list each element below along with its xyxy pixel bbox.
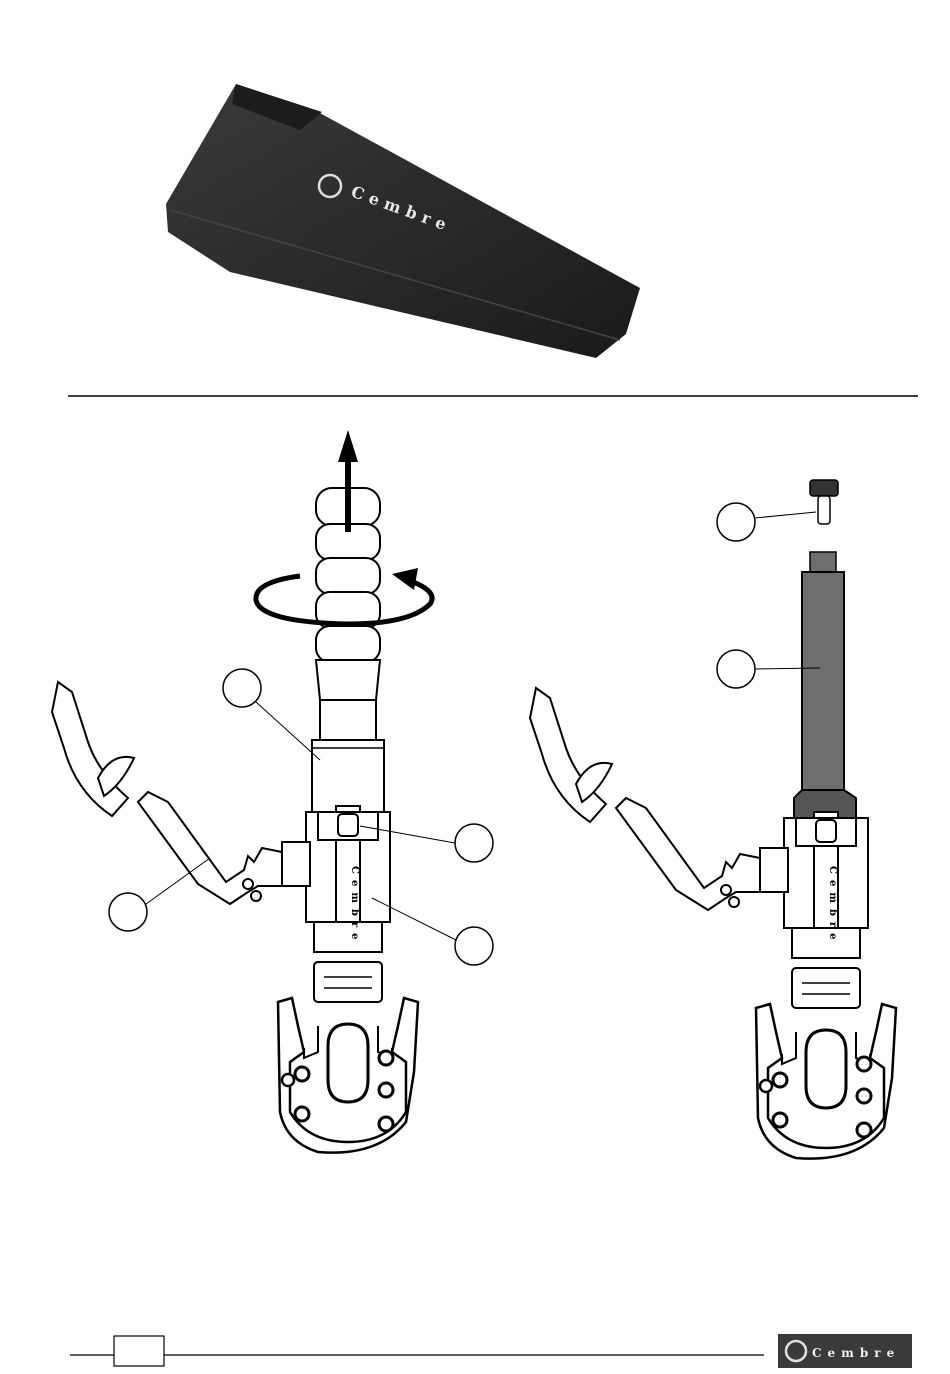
callout-1	[223, 669, 320, 760]
callout-3	[109, 858, 210, 931]
extension-rod	[794, 552, 856, 818]
left-tool-marking: Cembre	[349, 866, 360, 946]
page-number-box	[114, 1336, 164, 1366]
left-figure: Cembre	[52, 430, 493, 1153]
footer: Cembre	[70, 1334, 912, 1368]
screw-part	[810, 480, 838, 524]
tool-pouch-photo: Cembre	[166, 84, 640, 358]
right-tool-marking: Cembre	[827, 866, 838, 946]
footer-logo: Cembre	[778, 1334, 912, 1368]
footer-logo-label: Cembre	[812, 1346, 900, 1360]
pump-handle-grip	[312, 488, 384, 812]
callout-5	[717, 503, 816, 541]
right-figure: Cembre	[530, 480, 896, 1159]
